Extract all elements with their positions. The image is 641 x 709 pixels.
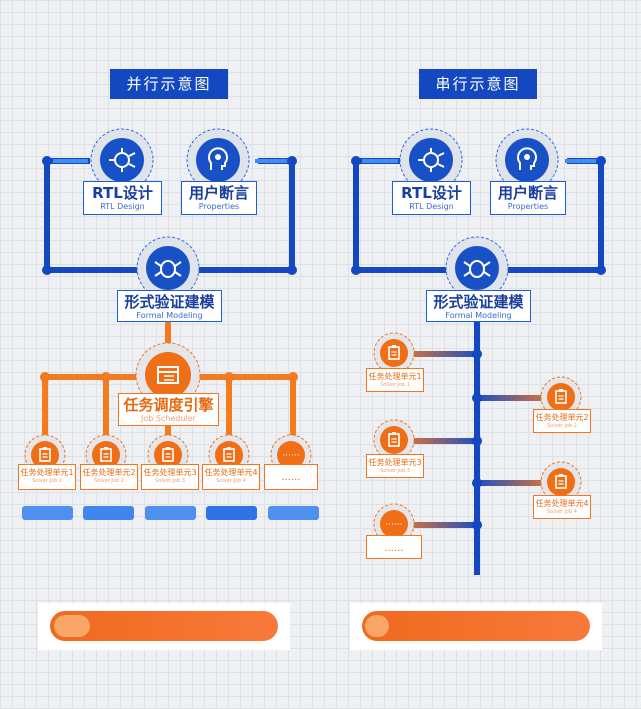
serial-spine [395, 320, 559, 575]
serial-props-label: 用户断言 Properties [490, 181, 566, 215]
scheduler-label-cn: 任务调度引擎 [123, 396, 214, 414]
solver-label-en: Solver Job 2 [547, 423, 577, 429]
serial-progress-bar [350, 603, 602, 650]
parallel-formal-node [136, 236, 200, 300]
more-dots-icon: ······ [282, 451, 299, 461]
solver-label-cn: 任务处理单元1 [368, 372, 422, 381]
output-bar [83, 506, 134, 520]
solver-label-en: Solver Job 4 [547, 509, 577, 515]
parallel-props-label: 用户断言 Properties [181, 181, 257, 215]
solver-label-cn: 任务处理单元3 [368, 458, 422, 467]
solver-label-cn: 任务处理单元2 [535, 413, 589, 422]
solver-label-cn: 任务处理单元1 [20, 468, 74, 477]
props-label-en: Properties [198, 202, 240, 211]
parallel-output-bars [22, 506, 319, 520]
solver-label-en: Solver Job 1 [380, 382, 410, 388]
formal-label-cn: 形式验证建模 [433, 293, 524, 311]
formal-label-cn: 形式验证建模 [124, 293, 215, 311]
output-bar [22, 506, 73, 520]
props-label-en: Properties [507, 202, 549, 211]
solver-label-cn: 任务处理单元4 [204, 468, 258, 477]
rtl-label-cn: RTL设计 [92, 184, 153, 202]
serial-rtl-label: RTL设计 RTL Design [392, 181, 471, 215]
serial-solver-label-3: 任务处理单元3 Solver Job 3 [366, 454, 424, 478]
parallel-progress-bar [38, 603, 290, 650]
props-label-cn: 用户断言 [188, 184, 249, 202]
serial-rtl-node [399, 128, 463, 192]
parallel-scheduler-node [135, 342, 201, 408]
parallel-solver-label-4: 任务处理单元4 Solver Job 4 [202, 464, 260, 490]
output-bar [206, 506, 257, 520]
solver-label-cn: 任务处理单元3 [143, 468, 197, 477]
solver-label-cn: ...... [281, 472, 301, 483]
output-bar [145, 506, 196, 520]
serial-solver-node-1 [373, 332, 415, 374]
solver-label-en: Solver Job 3 [155, 478, 185, 484]
progress-fill [365, 615, 389, 637]
solver-label-en: Solver Job 1 [32, 478, 62, 484]
serial-solver-node-2 [540, 376, 582, 418]
output-bar [268, 506, 319, 520]
rtl-label-cn: RTL设计 [401, 184, 462, 202]
serial-formal-label: 形式验证建模 Formal Modeling [426, 290, 531, 322]
serial-solver-label-4: 任务处理单元4 Solver Job 4 [533, 495, 591, 519]
solver-label-en: Solver Job 4 [216, 478, 246, 484]
solver-label-cn: 任务处理单元4 [535, 499, 589, 508]
solver-label-en: Solver Job 3 [380, 468, 410, 474]
parallel-solver-label-1: 任务处理单元1 Solver Job 1 [18, 464, 76, 490]
solver-label-en: Solver Job 2 [94, 478, 124, 484]
rtl-label-en: RTL Design [100, 202, 145, 211]
serial-title: 串行示意图 [419, 69, 537, 99]
serial-solver-label-more: ...... [366, 535, 422, 559]
props-label-cn: 用户断言 [497, 184, 558, 202]
rtl-label-en: RTL Design [409, 202, 454, 211]
formal-label-en: Formal Modeling [136, 311, 203, 320]
parallel-formal-label: 形式验证建模 Formal Modeling [117, 290, 222, 322]
serial-formal-node [445, 236, 509, 300]
serial-solver-label-1: 任务处理单元1 Solver Job 1 [366, 368, 424, 392]
parallel-solver-label-3: 任务处理单元3 Solver Job 3 [141, 464, 199, 490]
solver-label-cn: ...... [384, 543, 404, 554]
serial-solver-label-2: 任务处理单元2 Solver Job 2 [533, 409, 591, 433]
more-dots-icon: ······ [385, 520, 402, 530]
parallel-title: 并行示意图 [110, 69, 228, 99]
parallel-scheduler-label: 任务调度引擎 Job Scheduler [118, 393, 219, 426]
parallel-solver-label-2: 任务处理单元2 Solver Job 2 [80, 464, 138, 490]
parallel-props-node [186, 128, 250, 192]
solver-label-cn: 任务处理单元2 [82, 468, 136, 477]
serial-props-node [495, 128, 559, 192]
parallel-solver-label-more: ...... [264, 464, 318, 490]
scheduler-label-en: Job Scheduler [141, 414, 196, 423]
formal-label-en: Formal Modeling [445, 311, 512, 320]
parallel-rtl-label: RTL设计 RTL Design [83, 181, 162, 215]
parallel-rtl-node [90, 128, 154, 192]
progress-fill [54, 615, 90, 637]
